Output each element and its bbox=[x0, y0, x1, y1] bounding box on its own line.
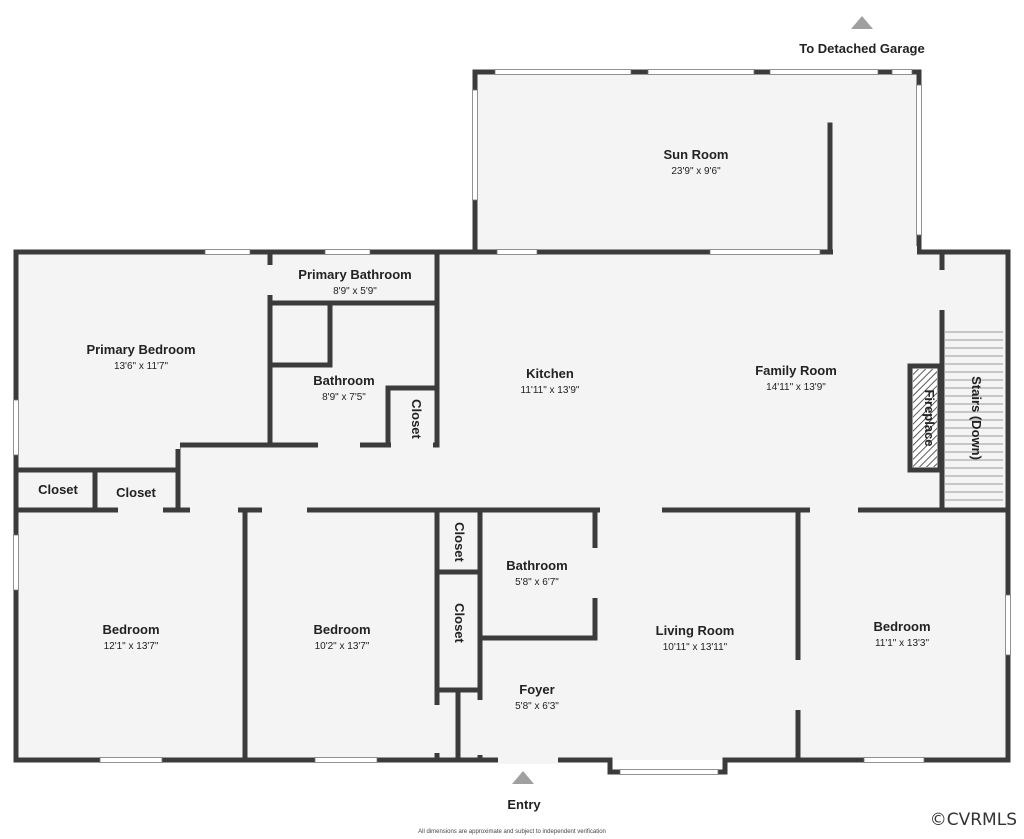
room-name-living-room: Living Room bbox=[656, 623, 735, 638]
stairs-label: Stairs (Down) bbox=[969, 376, 984, 460]
room-name-closet-d: Closet bbox=[452, 522, 467, 562]
room-name-closet-c: Closet bbox=[116, 485, 156, 500]
stairs bbox=[945, 331, 1003, 501]
room-dim-living-room: 10'11" x 13'11" bbox=[663, 642, 728, 653]
room-dim-kitchen: 11'11" x 13'9" bbox=[521, 385, 580, 396]
room-name-closet-a: Closet bbox=[409, 399, 424, 439]
room-dim-bathroom-b: 5'8" x 6'7" bbox=[515, 577, 559, 588]
room-dim-bedroom-1: 12'1" x 13'7" bbox=[104, 641, 159, 652]
room-name-primary-bathroom: Primary Bathroom bbox=[298, 267, 411, 282]
room-name-bedroom-2: Bedroom bbox=[313, 622, 370, 637]
room-name-family-room: Family Room bbox=[755, 363, 837, 378]
garage-arrow-icon bbox=[851, 16, 873, 29]
room-name-bedroom-3: Bedroom bbox=[873, 619, 930, 634]
garage-label: To Detached Garage bbox=[799, 41, 924, 56]
room-name-kitchen: Kitchen bbox=[526, 366, 574, 381]
room-name-bedroom-1: Bedroom bbox=[102, 622, 159, 637]
room-dim-primary-bathroom: 8'9" x 5'9" bbox=[333, 286, 377, 297]
room-name-closet-e: Closet bbox=[452, 603, 467, 643]
room-name-primary-bedroom: Primary Bedroom bbox=[86, 342, 195, 357]
room-dim-family-room: 14'11" x 13'9" bbox=[766, 382, 826, 393]
windows bbox=[13, 69, 1011, 775]
footer-disclaimer: All dimensions are approximate and subje… bbox=[418, 829, 606, 835]
room-name-bathroom-a: Bathroom bbox=[313, 373, 374, 388]
room-name-closet-b: Closet bbox=[38, 482, 78, 497]
fireplace-label: Fireplace bbox=[922, 389, 937, 446]
room-name-bathroom-b: Bathroom bbox=[506, 558, 567, 573]
room-dim-foyer: 5'8" x 6'3" bbox=[515, 701, 559, 712]
room-dim-sun-room: 23'9" x 9'6" bbox=[671, 166, 721, 177]
door-openings bbox=[118, 246, 945, 764]
room-dim-bedroom-2: 10'2" x 13'7" bbox=[315, 641, 370, 652]
room-name-sun-room: Sun Room bbox=[664, 147, 729, 162]
entry-arrow-icon bbox=[512, 771, 534, 784]
watermark: ©CVRMLS bbox=[930, 810, 1017, 830]
room-dim-bedroom-3: 11'1" x 13'3" bbox=[875, 638, 930, 649]
room-dim-bathroom-a: 8'9" x 7'5" bbox=[322, 392, 366, 403]
entry-label: Entry bbox=[507, 797, 541, 812]
fireplace-hearth bbox=[913, 369, 937, 467]
floor-fill bbox=[16, 72, 1008, 760]
room-name-foyer: Foyer bbox=[519, 682, 554, 697]
room-dim-primary-bedroom: 13'6" x 11'7" bbox=[114, 361, 169, 372]
